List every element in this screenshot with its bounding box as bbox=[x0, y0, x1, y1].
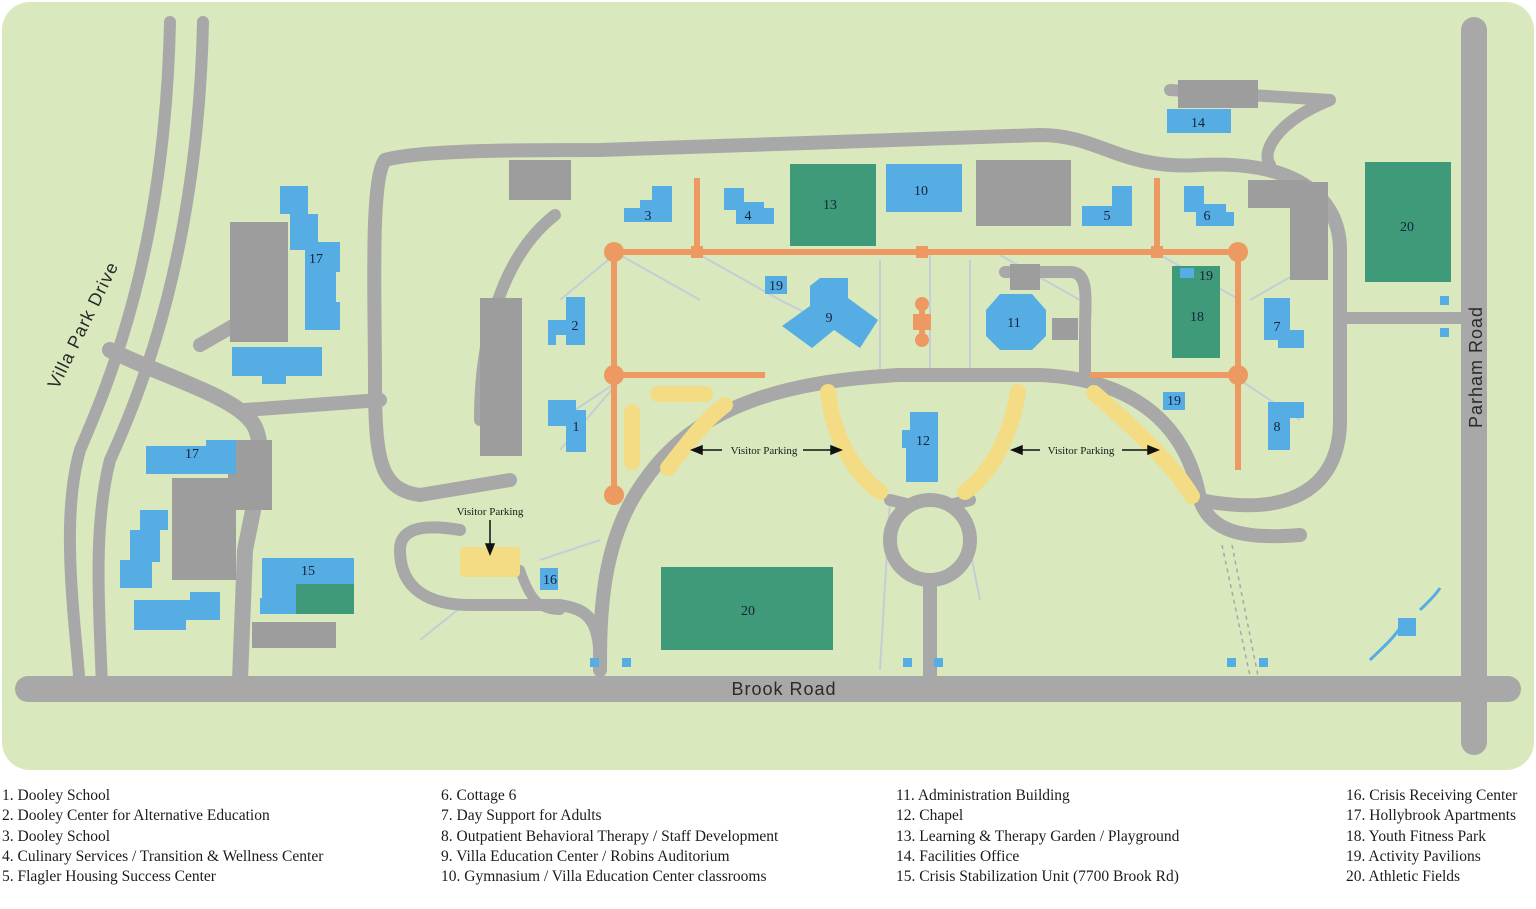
legend-item: 13. Learning & Therapy Garden / Playgrou… bbox=[896, 827, 1180, 845]
gray-structures bbox=[172, 80, 1328, 648]
legend-item: 12. Chapel bbox=[896, 807, 964, 825]
building-number-7: 7 bbox=[1274, 320, 1281, 335]
legend-column-1: 1. Dooley School 2. Dooley Center for Al… bbox=[2, 786, 323, 887]
legend-column-2: 6. Cottage 6 7. Day Support for Adults 8… bbox=[441, 786, 778, 887]
legend-item: 6. Cottage 6 bbox=[441, 787, 517, 804]
building-number-17-north: 17 bbox=[309, 252, 323, 267]
legend-item: 19. Activity Pavilions bbox=[1346, 847, 1481, 865]
visitor-parking-areas bbox=[624, 384, 1200, 504]
building-2 bbox=[548, 297, 585, 345]
walkway-nodes bbox=[604, 242, 1248, 505]
building-number-1: 1 bbox=[573, 420, 580, 435]
building-number-4: 4 bbox=[745, 209, 752, 224]
building-10 bbox=[886, 164, 962, 212]
road-network bbox=[15, 16, 1521, 755]
legend-item: 4. Culinary Services / Transition & Well… bbox=[2, 847, 324, 865]
campus-map: Villa Park Drive Brook Road Parham Road … bbox=[2, 2, 1534, 770]
brook-road-label: Brook Road bbox=[731, 679, 836, 699]
garden-field bbox=[790, 164, 876, 246]
legend-item: 2. Dooley Center for Alternative Educati… bbox=[2, 807, 270, 825]
dashed-trail bbox=[1221, 544, 1259, 677]
campus-map-canvas: Villa Park Drive Brook Road Parham Road … bbox=[2, 2, 1534, 770]
legend-item: 20. Athletic Fields bbox=[1346, 868, 1461, 886]
building-number-6: 6 bbox=[1204, 209, 1211, 224]
legend-item: 14. Facilities Office bbox=[896, 847, 1020, 865]
building-12 bbox=[902, 412, 938, 482]
building-number-19-b: 19 bbox=[1167, 394, 1181, 409]
building-number-8: 8 bbox=[1274, 420, 1281, 435]
visitor-parking-label-east: Visitor Parking bbox=[1048, 445, 1115, 457]
building-number-3: 3 bbox=[645, 209, 652, 224]
buildings bbox=[120, 109, 1449, 667]
legend-item: 9. Villa Education Center / Robins Audit… bbox=[441, 847, 730, 865]
building-14 bbox=[1167, 109, 1231, 133]
building-number-2: 2 bbox=[572, 319, 579, 334]
legend-item: 10. Gymnasium / Villa Education Center c… bbox=[441, 868, 767, 886]
building-8 bbox=[1268, 402, 1304, 450]
legend-item: 11. Administration Building bbox=[896, 787, 1070, 804]
visitor-parking-label-lot: Visitor Parking bbox=[457, 506, 524, 518]
building-17-south bbox=[146, 440, 236, 474]
building-1 bbox=[548, 400, 586, 452]
building-number-labels: 1 2 3 4 5 6 7 8 9 10 11 12 13 14 15 16 1… bbox=[185, 116, 1414, 619]
parking-arrows bbox=[484, 444, 1161, 557]
building-number-16: 16 bbox=[543, 573, 557, 588]
building-number-17-south: 17 bbox=[185, 447, 199, 462]
building-number-19-c: 19 bbox=[1199, 269, 1213, 284]
visitor-parking-lot bbox=[460, 547, 520, 577]
building-number-20-south: 20 bbox=[741, 604, 755, 619]
building-number-20-east: 20 bbox=[1400, 220, 1414, 235]
legend-item: 5. Flagler Housing Success Center bbox=[2, 868, 216, 886]
building-number-18: 18 bbox=[1190, 310, 1204, 325]
building-9 bbox=[782, 278, 878, 348]
pavilion-19b bbox=[1163, 392, 1185, 410]
legend: 1. Dooley School 2. Dooley Center for Al… bbox=[0, 786, 1536, 906]
building-4 bbox=[724, 188, 774, 224]
legend-item: 7. Day Support for Adults bbox=[441, 807, 602, 825]
building-number-10: 10 bbox=[914, 184, 928, 199]
parham-road-label: Parham Road bbox=[1466, 306, 1486, 428]
building-number-9: 9 bbox=[826, 311, 833, 326]
building-number-12: 12 bbox=[916, 434, 930, 449]
legend-item: 17. Hollybrook Apartments bbox=[1346, 807, 1517, 825]
legend-column-3: 11. Administration Building 12. Chapel 1… bbox=[896, 786, 1179, 887]
legend-item: 3. Dooley School bbox=[2, 827, 111, 845]
visitor-parking-label-west: Visitor Parking bbox=[731, 445, 798, 457]
legend-item: 15. Crisis Stabilization Unit (7700 Broo… bbox=[896, 868, 1179, 886]
legend-item: 16. Crisis Receiving Center bbox=[1346, 787, 1518, 804]
building-7 bbox=[1264, 298, 1304, 348]
fitness-park-field bbox=[1172, 266, 1220, 358]
legend-column-4: 16. Crisis Receiving Center 17. Hollybro… bbox=[1346, 786, 1517, 887]
building-16 bbox=[540, 568, 558, 590]
building-5 bbox=[1082, 186, 1132, 226]
creek bbox=[1368, 587, 1442, 662]
building-number-13: 13 bbox=[823, 198, 837, 213]
athletic-fields bbox=[296, 162, 1451, 650]
building-15 bbox=[260, 558, 354, 614]
building-6 bbox=[1184, 186, 1234, 226]
legend-item: 18. Youth Fitness Park bbox=[1346, 827, 1486, 845]
building-number-5: 5 bbox=[1104, 209, 1111, 224]
building-11 bbox=[986, 294, 1046, 350]
legend-item: 8. Outpatient Behavioral Therapy / Staff… bbox=[441, 827, 779, 845]
building-3 bbox=[624, 186, 672, 222]
building-number-14: 14 bbox=[1191, 116, 1205, 131]
building-number-19-a: 19 bbox=[769, 279, 783, 294]
building-17-north bbox=[280, 186, 340, 330]
legend-item: 1. Dooley School bbox=[2, 787, 111, 804]
building-number-11: 11 bbox=[1007, 316, 1020, 331]
building-number-15: 15 bbox=[301, 564, 315, 579]
pavilion-19a bbox=[765, 276, 787, 294]
pavilion-19c bbox=[1180, 268, 1194, 278]
lawn bbox=[2, 2, 1534, 770]
